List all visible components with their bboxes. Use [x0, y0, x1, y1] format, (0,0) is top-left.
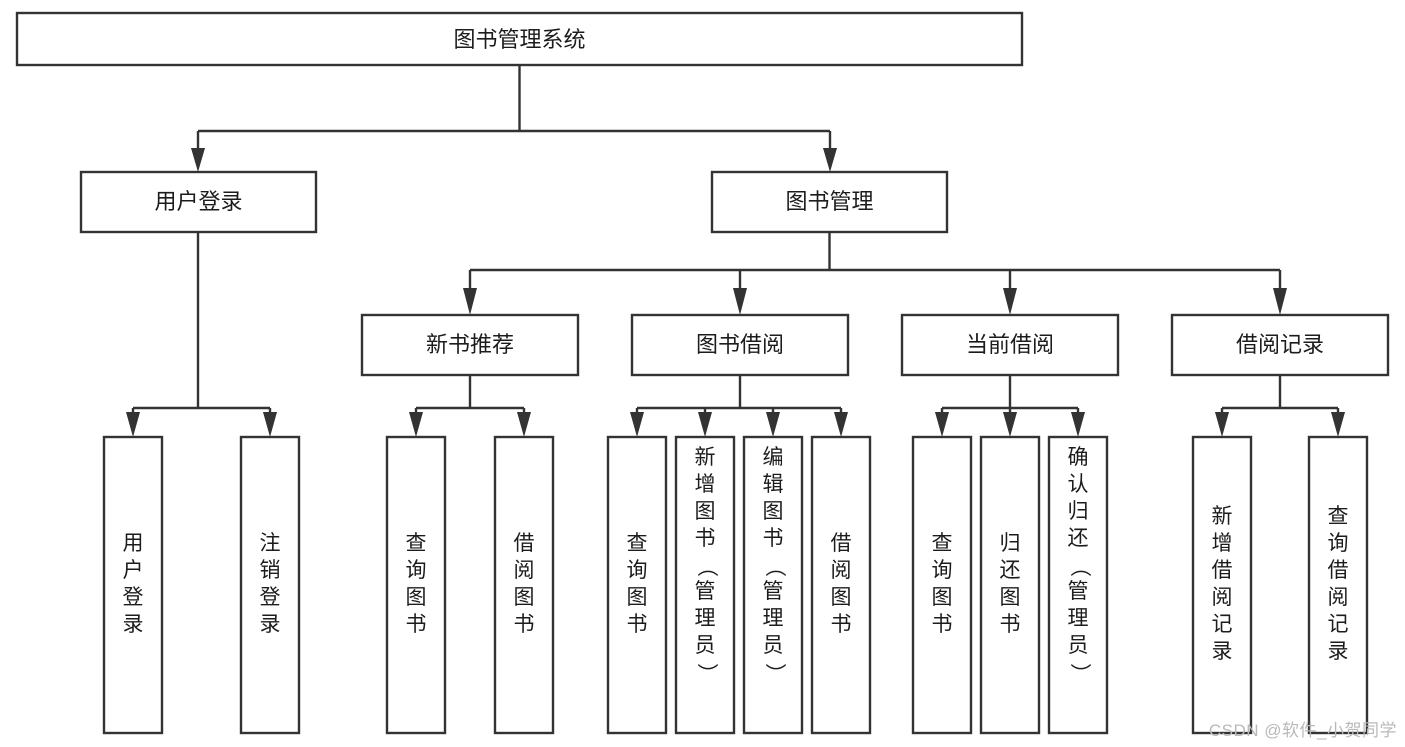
- arrow-leaf-return-book: [1003, 412, 1017, 437]
- node-book-borrow-label: 图书借阅: [696, 332, 784, 357]
- arrow-leaf-edit-book: [766, 412, 780, 437]
- arrow-to-user-login: [191, 148, 205, 172]
- node-leaf-query-book-1-box[interactable]: [385, 435, 447, 735]
- node-new-book-rec-box[interactable]: [360, 313, 580, 377]
- nodes-layer: 图书管理系统 用户登录 图书管理 新书推荐 图书借阅 当前借阅 借阅记录: [15, 11, 1390, 735]
- node-leaf-query-book-2-box[interactable]: [606, 435, 668, 735]
- node-book-manage-box[interactable]: [710, 170, 949, 234]
- watermark-text: CSDN @软件_小贺同学: [1208, 721, 1397, 740]
- arrow-borrow-record: [1273, 288, 1287, 315]
- node-root-label: 图书管理系统: [453, 27, 585, 52]
- node-leaf-add-book-box[interactable]: [674, 435, 736, 735]
- arrow-new-book-rec: [463, 288, 477, 315]
- arrow-leaf-user-login: [126, 412, 140, 437]
- node-root-box[interactable]: [15, 11, 1024, 67]
- node-leaf-logout-box[interactable]: [239, 435, 301, 735]
- node-borrow-record-label: 借阅记录: [1236, 332, 1324, 357]
- arrow-leaf-query-book-1: [409, 412, 423, 437]
- arrow-leaf-add-record: [1215, 412, 1229, 437]
- arrow-leaf-add-book: [698, 412, 712, 437]
- node-book-manage-label: 图书管理: [785, 189, 873, 214]
- node-leaf-query-book-3-box[interactable]: [911, 435, 973, 735]
- node-leaf-add-record-box[interactable]: [1191, 435, 1253, 735]
- node-current-borrow-box[interactable]: [900, 313, 1120, 377]
- node-leaf-confirm-return-box[interactable]: [1047, 435, 1109, 735]
- arrow-leaf-query-book-3: [935, 412, 949, 437]
- node-user-login-label: 用户登录: [154, 189, 242, 214]
- node-leaf-return-book-box[interactable]: [979, 435, 1041, 735]
- arrow-to-book-manage: [823, 148, 837, 172]
- arrow-leaf-borrow-book-1: [517, 412, 531, 437]
- arrow-leaf-query-record: [1331, 412, 1345, 437]
- arrow-leaf-borrow-book-2: [834, 412, 848, 437]
- node-user-login-box[interactable]: [79, 170, 318, 234]
- node-leaf-borrow-book-2-box[interactable]: [810, 435, 872, 735]
- arrow-leaf-logout: [263, 412, 277, 437]
- node-new-book-rec-label: 新书推荐: [426, 332, 514, 357]
- node-leaf-query-record-box[interactable]: [1307, 435, 1369, 735]
- node-leaf-user-login-box[interactable]: [102, 435, 164, 735]
- node-book-borrow-box[interactable]: [630, 313, 850, 377]
- arrow-book-borrow: [733, 288, 747, 315]
- node-leaf-edit-book-box[interactable]: [742, 435, 804, 735]
- arrow-current-borrow: [1003, 288, 1017, 315]
- node-current-borrow-label: 当前借阅: [966, 332, 1054, 357]
- node-leaf-borrow-book-1-box[interactable]: [493, 435, 555, 735]
- arrow-leaf-confirm-return: [1071, 412, 1085, 437]
- node-borrow-record-box[interactable]: [1170, 313, 1390, 377]
- connectors-layer: [126, 65, 1345, 437]
- arrow-leaf-query-book-2: [630, 412, 644, 437]
